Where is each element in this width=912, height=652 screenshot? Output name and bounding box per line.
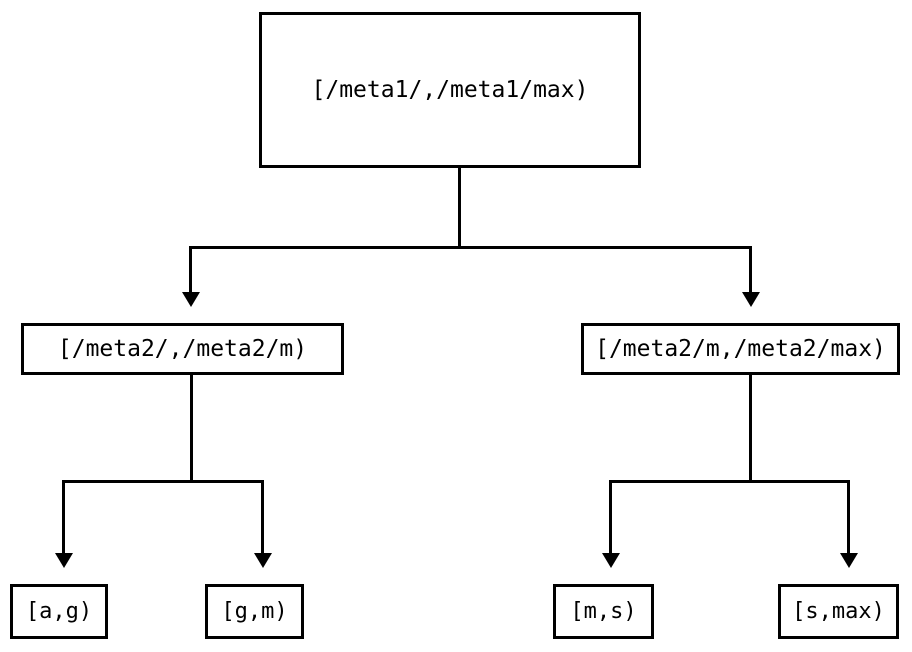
node-leaf-4[interactable]: [s,max) [778,584,899,639]
node-mid-left[interactable]: [/meta2/,/meta2/m) [21,323,344,375]
node-leaf-2[interactable]: [g,m) [205,584,304,639]
edge-mid-left-bus [62,480,264,483]
node-mid-right[interactable]: [/meta2/m,/meta2/max) [581,323,900,375]
edge-root-to-mid-right [749,246,752,293]
edge-mid-right-to-leaf-3 [609,480,612,554]
edge-root-to-mid-left [189,246,192,293]
node-root[interactable]: [/meta1/,/meta1/max) [259,12,641,168]
node-leaf-1[interactable]: [a,g) [10,584,108,639]
edge-mid-left-to-leaf-1 [62,480,65,554]
node-root-label: [/meta1/,/meta1/max) [311,77,589,103]
edge-mid-left-to-leaf-2 [261,480,264,554]
node-mid-right-label: [/meta2/m,/meta2/max) [595,336,886,362]
arrowhead-mid-left-to-leaf-2-icon [254,553,272,568]
node-mid-left-label: [/meta2/,/meta2/m) [57,336,308,362]
node-leaf-2-label: [g,m) [221,599,288,624]
edge-mid-right-trunk [749,375,752,483]
node-leaf-4-label: [s,max) [792,599,885,624]
node-leaf-3[interactable]: [m,s) [553,584,654,639]
edge-mid-right-bus [609,480,850,483]
edge-mid-right-to-leaf-4 [847,480,850,554]
node-leaf-1-label: [a,g) [25,599,93,624]
arrowhead-root-to-mid-left-icon [182,292,200,307]
arrowhead-mid-right-to-leaf-4-icon [840,553,858,568]
arrowhead-mid-left-to-leaf-1-icon [55,553,73,568]
node-leaf-3-label: [m,s) [570,599,637,624]
edge-mid-left-trunk [190,375,193,483]
arrowhead-mid-right-to-leaf-3-icon [602,553,620,568]
arrowhead-root-to-mid-right-icon [742,292,760,307]
edge-root-trunk [458,167,461,249]
edge-root-bus [189,246,752,249]
